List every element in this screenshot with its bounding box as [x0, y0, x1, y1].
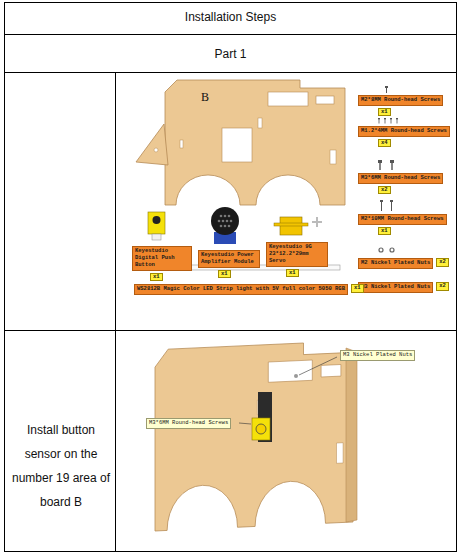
node-text: M3*6MM Round-head Screws: [361, 175, 440, 182]
node-text: M1.2*4MM Round-head Screws: [361, 128, 447, 135]
board-b: [165, 80, 345, 205]
node-text: x1: [354, 285, 361, 292]
servo: [274, 217, 322, 235]
quantity-badge: x1: [378, 227, 391, 236]
leader-lines: [239, 357, 337, 424]
node-text: M2*10MM Round-head Screws: [361, 216, 444, 223]
node-text: M2 Nickel Plated Nuts: [361, 260, 430, 267]
quantity-badge: x1: [378, 108, 391, 117]
part-label: M3 Nickel Plated Nuts: [358, 282, 433, 293]
board-letter: B: [201, 90, 215, 105]
table-cell-text: Installation Steps: [5, 10, 456, 24]
node-text: x1: [381, 228, 388, 235]
node-text: x2: [439, 283, 446, 290]
part-label: Keyestudio 9G 23*12.2*29mm Servo: [266, 242, 328, 267]
node-text: M2*8MM Round-head Screws: [361, 97, 440, 104]
quantity-badge: x2: [378, 186, 391, 195]
part-label: M2 Nickel Plated Nuts: [358, 258, 433, 269]
part-label: M2*8MM Round-head Screws: [358, 95, 443, 106]
nuts: [379, 248, 394, 252]
node-text: M3 Nickel Plated Nuts: [361, 284, 430, 291]
node-text: Keyestudio Digital Push Button: [135, 248, 189, 269]
quantity-badge: x1: [218, 270, 231, 279]
table-cell-text: Part 1: [5, 47, 456, 61]
node-text: x1: [289, 270, 296, 277]
node-text: M3 Nickel Plated Nuts: [343, 352, 412, 359]
table-cell-text: Install button sensor on the number 19 a…: [10, 418, 112, 514]
push-button-module: [148, 212, 165, 240]
part-label: WS2812B Magic Color LED Strip light with…: [134, 284, 348, 295]
quantity-badge: x2: [436, 258, 449, 267]
node-text: x2: [439, 259, 446, 266]
part-label: Keyestudio Power Amplifier Module: [198, 250, 260, 268]
part-label: M3*6MM Round-head Screws: [358, 173, 443, 184]
node-text: x1: [381, 109, 388, 116]
node-text: M3*6MM Round-head Screws: [149, 420, 228, 427]
callout-label: M3*6MM Round-head Screws: [146, 418, 231, 429]
part-label: Keyestudio Digital Push Button: [132, 246, 192, 271]
board-b-assembly: [155, 341, 357, 531]
node-text: x4: [381, 140, 388, 147]
node-text: x1: [153, 274, 160, 281]
quantity-badge: x4: [378, 139, 391, 148]
amplifier-module: [211, 207, 239, 244]
node-text: x2: [381, 187, 388, 194]
quantity-badge: x2: [436, 282, 449, 291]
node-text: Keyestudio 9G 23*12.2*29mm Servo: [269, 244, 325, 265]
node-text: Keyestudio Power Amplifier Module: [201, 252, 257, 266]
part-label: M1.2*4MM Round-head Screws: [358, 126, 450, 137]
node-text: WS2812B Magic Color LED Strip light with…: [137, 286, 345, 293]
node-text: x1: [221, 271, 228, 278]
side-triangle: [136, 124, 168, 165]
part-label: M2*10MM Round-head Screws: [358, 214, 447, 225]
callout-label: M3 Nickel Plated Nuts: [340, 350, 415, 361]
quantity-badge: x1: [150, 273, 163, 282]
table-grid: [5, 3, 457, 552]
quantity-badge: x1: [351, 284, 364, 293]
quantity-badge: x1: [286, 269, 299, 278]
